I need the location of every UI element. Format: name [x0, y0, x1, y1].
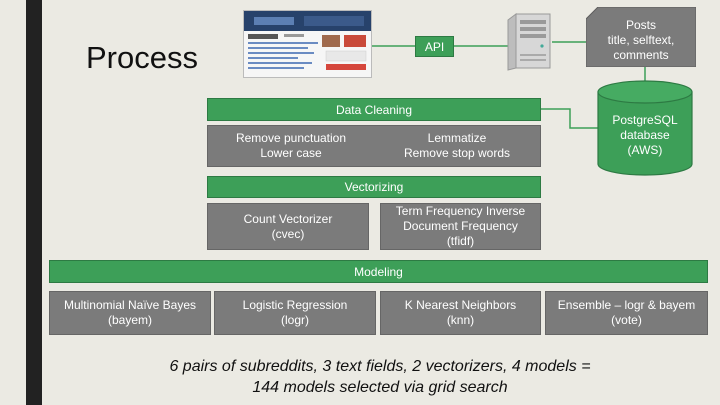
modeling-header: Modeling	[49, 260, 708, 283]
reddit-page-thumbnail	[243, 10, 372, 78]
data-cleaning-label: Data Cleaning	[335, 102, 413, 117]
model-knn-abbr: (knn)	[446, 313, 475, 327]
tfidf-box: Term Frequency Inverse Document Frequenc…	[380, 203, 541, 250]
model-box-knn: K Nearest Neighbors (knn)	[380, 291, 541, 335]
posts-line-2: title, selftext,	[607, 33, 675, 47]
tfidf-name-1: Term Frequency Inverse	[395, 204, 526, 218]
tfidf-name-2: Document Frequency	[403, 219, 518, 233]
footer-summary: 6 pairs of subreddits, 3 text fields, 2 …	[50, 356, 710, 398]
posts-document-shape	[586, 7, 696, 67]
server-icon	[506, 12, 552, 72]
posts-document-text: Posts title, selftext, comments	[586, 18, 696, 63]
database-cylinder-icon	[597, 80, 693, 176]
vectorizing-label: Vectorizing	[344, 180, 404, 194]
footer-line-1: 6 pairs of subreddits, 3 text fields, 2 …	[169, 358, 591, 375]
footer-line-2: 144 models selected via grid search	[252, 379, 508, 396]
tfidf-abbr: (tfidf)	[446, 234, 475, 248]
api-label: API	[424, 39, 445, 54]
model-ensemble-name: Ensemble – logr & bayem	[557, 298, 696, 312]
data-cleaning-detail-box: Remove punctuation Lower case Lemmatize …	[207, 125, 541, 167]
left-accent-bar	[26, 0, 42, 405]
count-vectorizer-name: Count Vectorizer	[243, 211, 333, 226]
cleaning-step-punctuation: Remove punctuation	[235, 131, 347, 145]
posts-line-3: comments	[613, 48, 669, 62]
model-box-logreg: Logistic Regression (logr)	[214, 291, 376, 335]
model-bayes-abbr: (bayem)	[107, 313, 152, 327]
model-bayes-name: Multinomial Naïve Bayes	[63, 298, 197, 312]
api-box: API	[415, 36, 454, 57]
db-line-3: (AWS)	[627, 143, 663, 157]
modeling-label: Modeling	[354, 264, 403, 279]
count-vectorizer-box: Count Vectorizer (cvec)	[207, 203, 369, 250]
posts-line-1: Posts	[625, 18, 656, 32]
model-knn-name: K Nearest Neighbors	[404, 298, 517, 312]
cleaning-left-steps: Remove punctuation Lower case	[211, 131, 371, 161]
db-line-1: PostgreSQL	[612, 113, 678, 127]
cleaning-step-lemmatize: Lemmatize	[427, 131, 487, 145]
cleaning-step-lowercase: Lower case	[260, 146, 322, 160]
database-text: PostgreSQL database (AWS)	[597, 113, 693, 158]
model-logreg-name: Logistic Regression	[242, 298, 348, 312]
cleaning-right-steps: Lemmatize Remove stop words	[377, 131, 537, 161]
model-ensemble-abbr: (vote)	[611, 313, 642, 327]
cleaning-step-stopwords: Remove stop words	[403, 146, 511, 160]
slide-title: Process	[86, 40, 198, 75]
model-box-ensemble: Ensemble – logr & bayem (vote)	[545, 291, 708, 335]
vectorizing-header: Vectorizing	[207, 176, 541, 198]
model-box-bayes: Multinomial Naïve Bayes (bayem)	[49, 291, 211, 335]
count-vectorizer-abbr: (cvec)	[271, 226, 305, 241]
data-cleaning-header: Data Cleaning	[207, 98, 541, 121]
model-logreg-abbr: (logr)	[280, 313, 309, 327]
db-cleaning-connector	[541, 108, 598, 129]
db-line-2: database	[620, 128, 670, 142]
